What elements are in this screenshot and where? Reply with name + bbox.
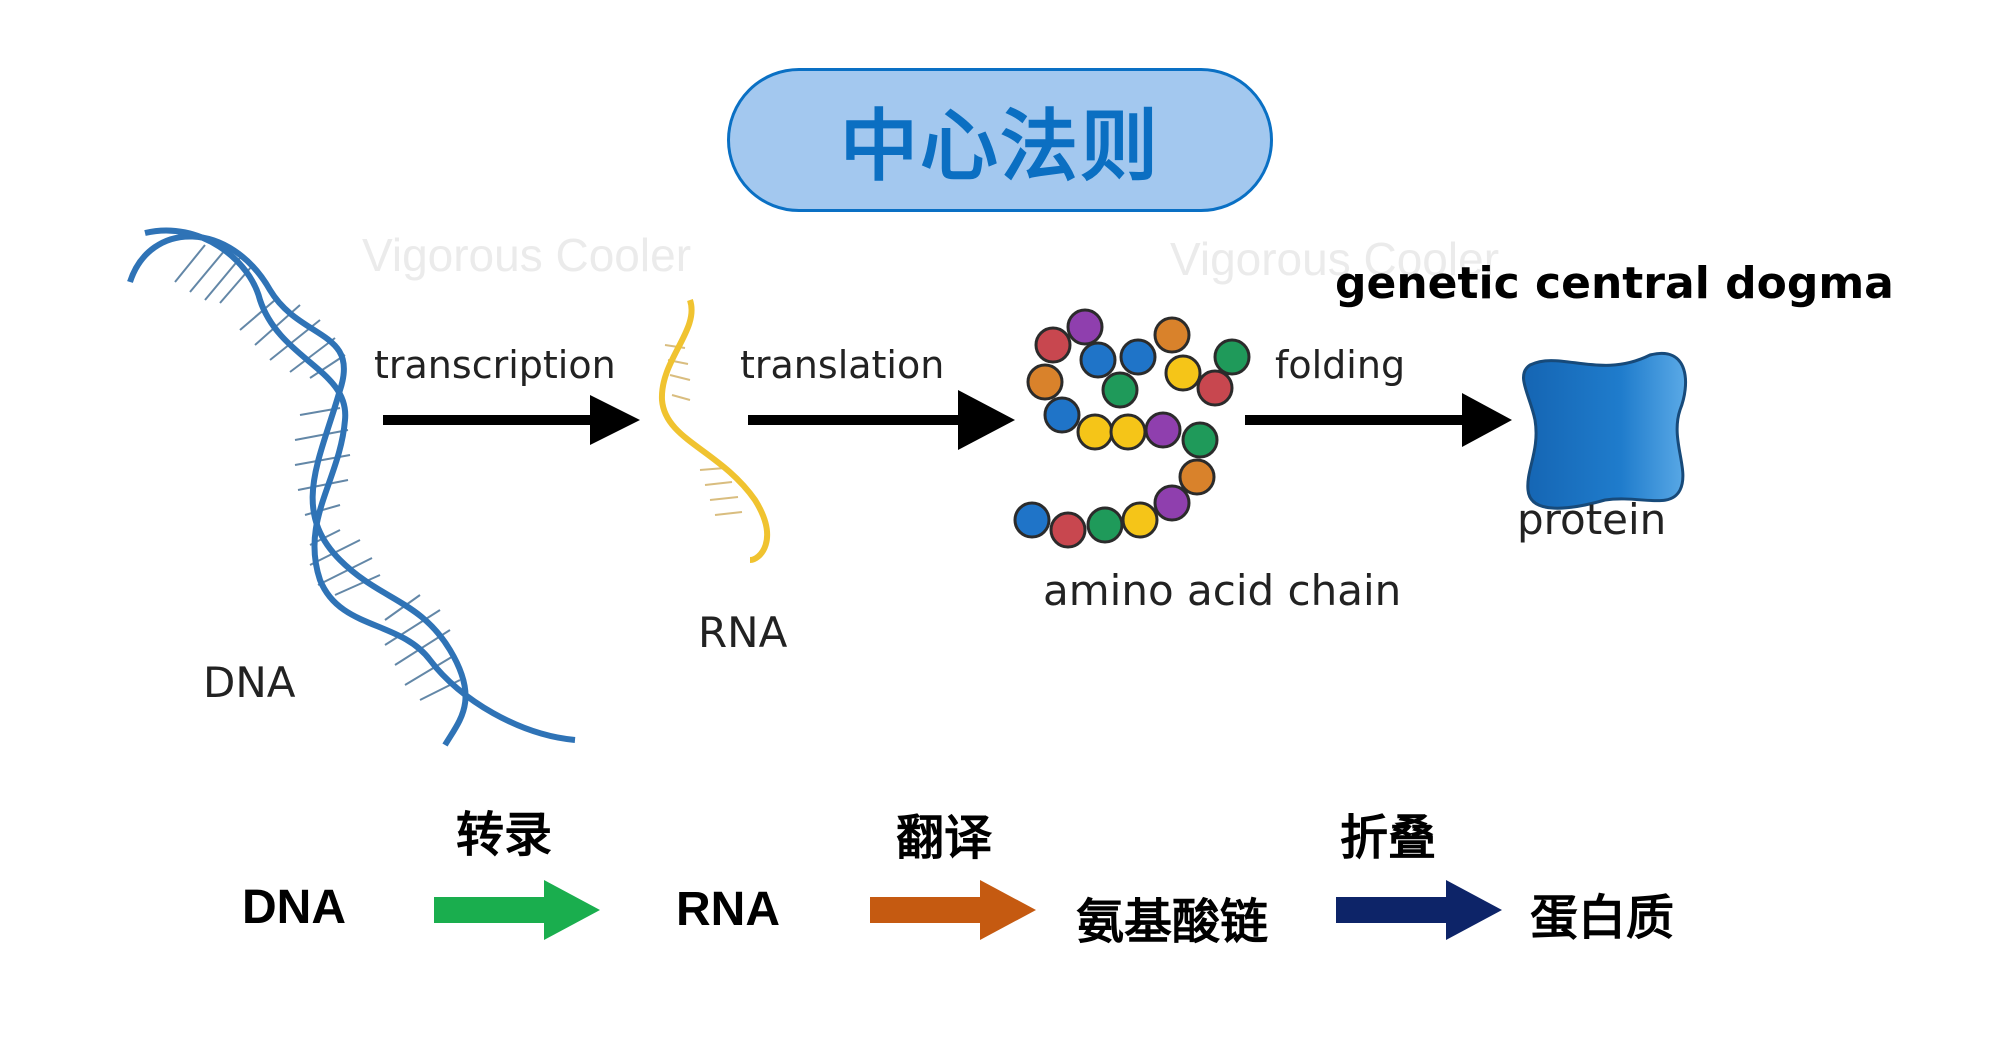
dna-double-helix-icon xyxy=(127,227,576,747)
amino-acid-bead xyxy=(1121,501,1159,539)
stage-label-protein: protein xyxy=(1517,495,1667,544)
amino-acid-bead xyxy=(1013,501,1051,539)
process-label-translation: translation xyxy=(740,343,945,387)
amino-acid-bead xyxy=(1079,341,1117,379)
watermark: Vigorous Cooler xyxy=(1170,233,1500,285)
amino-acid-bead xyxy=(1026,363,1064,401)
summary-step-translation: 翻译 xyxy=(896,810,993,866)
watermark: Vigorous Cooler xyxy=(362,229,692,281)
stage-label-rna: RNA xyxy=(698,608,788,657)
amino-acid-bead xyxy=(1076,413,1114,451)
amino-acid-bead xyxy=(1144,411,1182,449)
page-title: 中心法则 xyxy=(839,102,1160,192)
transcription-arrow xyxy=(383,395,640,445)
folding-arrow xyxy=(1245,393,1512,447)
summary-node-rna: RNA xyxy=(676,883,780,936)
amino-acid-bead xyxy=(1043,396,1081,434)
summary-node-amino-acid-chain: 氨基酸链 xyxy=(1076,894,1269,950)
stage-label-dna: DNA xyxy=(203,658,296,707)
title-pill: 中心法则 xyxy=(727,68,1273,212)
summary-arrow-folding xyxy=(1336,880,1502,940)
translation-arrow xyxy=(748,390,1015,450)
summary-step-transcription: 转录 xyxy=(456,807,553,863)
summary-arrow-transcription xyxy=(434,880,600,940)
protein-blob-icon xyxy=(1522,351,1687,510)
summary-node-protein: 蛋白质 xyxy=(1530,890,1675,946)
amino-acid-bead xyxy=(1109,413,1147,451)
amino-acid-bead xyxy=(1101,371,1139,409)
amino-acid-bead xyxy=(1153,316,1191,354)
amino-acid-bead xyxy=(1213,338,1251,376)
subtitle: genetic central dogma xyxy=(1335,258,1894,309)
amino-acid-bead xyxy=(1181,421,1219,459)
amino-acid-bead xyxy=(1164,354,1202,392)
amino-acid-bead xyxy=(1034,326,1072,364)
process-label-folding: folding xyxy=(1275,343,1406,387)
amino-acid-bead xyxy=(1119,338,1157,376)
amino-acid-bead xyxy=(1086,506,1124,544)
summary-arrow-translation xyxy=(870,880,1036,940)
summary-step-folding: 折叠 xyxy=(1340,810,1437,866)
summary-node-dna: DNA xyxy=(242,881,346,934)
amino-acid-bead xyxy=(1153,484,1191,522)
amino-acid-bead xyxy=(1066,308,1104,346)
rna-single-strand-icon xyxy=(658,299,770,563)
amino-acid-bead xyxy=(1049,511,1087,549)
amino-acid-bead xyxy=(1196,369,1234,407)
stage-label-amino-acid-chain: amino acid chain xyxy=(1043,566,1402,615)
process-label-transcription: transcription xyxy=(374,343,616,387)
amino-acid-chain-icon xyxy=(1013,308,1251,549)
amino-acid-bead xyxy=(1178,458,1216,496)
